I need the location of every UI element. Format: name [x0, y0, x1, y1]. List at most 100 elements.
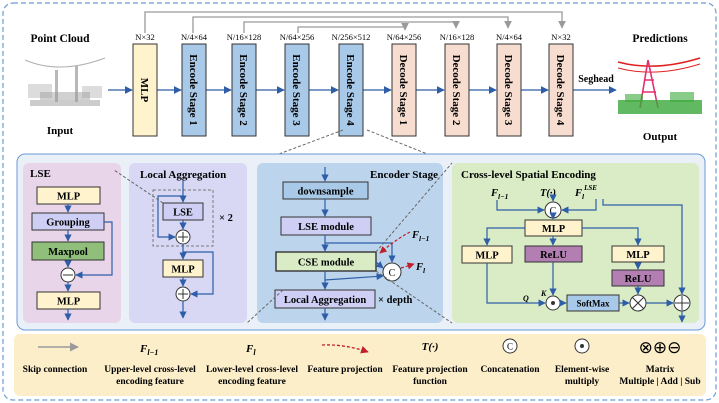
la-lse-label: LSE [173, 208, 193, 219]
legend-elem-text2: multiply [565, 377, 600, 387]
pipeline-block-1 [132, 43, 158, 137]
legend-upper-symbol: Fl−1 [139, 343, 158, 357]
pipeline-block-dims-2: N/4×64 [181, 32, 208, 42]
legend-skip: Skip connection [23, 342, 88, 375]
lse-module-label: LSE module [298, 222, 354, 233]
depth-label: × depth [378, 295, 412, 306]
legend-skip-text: Skip connection [23, 365, 88, 375]
pipeline-block-dims-8: N/4×64 [496, 32, 523, 42]
legend-upper-text1: Upper-level cross-level [104, 365, 196, 375]
encoder-concat-label: C [389, 268, 396, 279]
legend-tfunc-symbol: T(·) [422, 341, 439, 353]
legend-tfunc-text1: Feature projection [392, 365, 468, 375]
legend-matrix: ⊗⊕⊖ Matrix Multiple | Add | Sub [619, 338, 700, 387]
input-point-cloud-image [23, 52, 108, 120]
lse-grouping-label: Grouping [46, 218, 90, 229]
legend-tfunc-text2: function [413, 377, 448, 387]
cse-concat-label: C [550, 206, 557, 217]
input-label: Input [47, 125, 74, 137]
la-times2: × 2 [219, 213, 233, 224]
zoom-line-cse-bottom [375, 270, 453, 324]
pipeline-block-dims-7: N/16×128 [440, 32, 475, 42]
legend-upper-text2: encoding feature [116, 377, 184, 387]
pipeline-block-4 [284, 43, 310, 137]
downsample-label: downsample [297, 187, 353, 198]
cse-relu-top-label: ReLU [540, 250, 567, 261]
encoder-concat-op [382, 262, 402, 282]
pipeline-block-dims-6: N/64×256 [387, 32, 422, 42]
pipeline-block-label-8: Decode Stage 3 [502, 55, 514, 126]
cse-title: Cross-level Spatial Encoding [461, 169, 596, 181]
pipeline-block-9 [548, 43, 574, 137]
cse-f-lse: FlLSE [574, 184, 597, 201]
pipeline-block-label-2: Encode Stage 1 [187, 54, 199, 126]
lse-arrows [64, 204, 113, 321]
projection-arrow-in [379, 231, 411, 254]
local-aggregation-title: Local Aggregation [140, 169, 226, 181]
legend-lower-text2: encoding feature [218, 377, 286, 387]
pipeline-block-3 [231, 43, 257, 137]
pipeline-block-8 [496, 43, 522, 137]
pipeline-block-label-4: Encode Stage 3 [290, 54, 302, 126]
cse-f-prev: Fl−1 [490, 188, 508, 201]
predictions-label: Predictions [632, 33, 688, 45]
zoom-line-la-bottom [246, 289, 284, 324]
skip-connections [144, 11, 566, 33]
cse-arrows [483, 194, 686, 323]
legend-lower: Fl Lower-level cross-level encoding feat… [206, 343, 298, 387]
zoom-line-cse-top [375, 162, 453, 253]
legend-matrix-symbol: ⊗⊕⊖ [639, 338, 682, 357]
cse-softmax-label: SoftMax [577, 299, 610, 309]
pipeline-block-6 [391, 43, 417, 137]
output-label: Output [643, 131, 678, 143]
legend-projection-text: Feature projection [307, 365, 383, 375]
pipeline-block-label-5: Encode Stage 4 [344, 54, 356, 126]
zoom-line-left [254, 129, 344, 164]
pipeline-block-dims-4: N/64×256 [280, 32, 315, 42]
pipeline-block-7 [444, 43, 470, 137]
pipeline-block-dims-1: N×32 [135, 32, 154, 42]
cse-mlp-right-label: MLP [626, 250, 650, 261]
pipeline-block-label-1: MLP [138, 78, 150, 103]
legend-tfunc: T(·) Feature projection function [392, 341, 468, 387]
lse-mlp1-label: MLP [57, 192, 81, 203]
legend-elem-text1: Element-wise [555, 365, 609, 375]
pipeline-block-label-6: Decode Stage 1 [397, 55, 409, 126]
pipeline-block-label-3: Encode Stage 2 [237, 54, 249, 126]
point-cloud-label: Point Cloud [30, 33, 90, 45]
pipeline-block-label-9: Decode Stage 4 [554, 55, 566, 126]
legend-feature-projection: Feature projection [307, 344, 383, 375]
pipeline-block-dims-5: N/256×512 [332, 32, 371, 42]
seghead-label: Seghead [578, 74, 614, 85]
legend-upper: Fl−1 Upper-level cross-level encoding fe… [104, 343, 196, 387]
legend-elementwise: Element-wise multiply [555, 338, 609, 387]
legend-concat-symbol: C [507, 342, 513, 352]
lse-module-box [280, 216, 372, 236]
cse-mlp-top-label: MLP [542, 224, 566, 235]
legend-concat-text: Concatenation [480, 365, 540, 375]
local-aggregation-label: Local Aggregation [284, 295, 367, 306]
legend-matrix-text2: Multiple | Add | Sub [619, 377, 700, 387]
encoder-f-cur: Fl [415, 262, 426, 275]
pipeline-block-5 [338, 43, 364, 137]
pipeline-block-dims-3: N/16×128 [227, 32, 262, 42]
cse-mlp-left-label: MLP [475, 251, 499, 262]
cse-k-label: K [540, 289, 547, 298]
projection-arrow-out [400, 262, 415, 270]
cse-q-label: Q [523, 294, 529, 303]
la-mlp-label: MLP [171, 265, 195, 276]
pipeline-block-label-7: Decode Stage 2 [450, 55, 462, 126]
la-arrows [157, 180, 214, 319]
legend-panel [14, 334, 706, 396]
output-segmentation-image [617, 57, 702, 114]
legend-matrix-text1: Matrix [646, 365, 675, 375]
cse-t-func: T(·) [540, 188, 556, 199]
lse-maxpool-label: Maxpool [48, 247, 88, 258]
legend-lower-symbol: Fl [245, 343, 256, 357]
pipeline-block-2 [181, 43, 207, 137]
lse-title: LSE [30, 168, 51, 180]
